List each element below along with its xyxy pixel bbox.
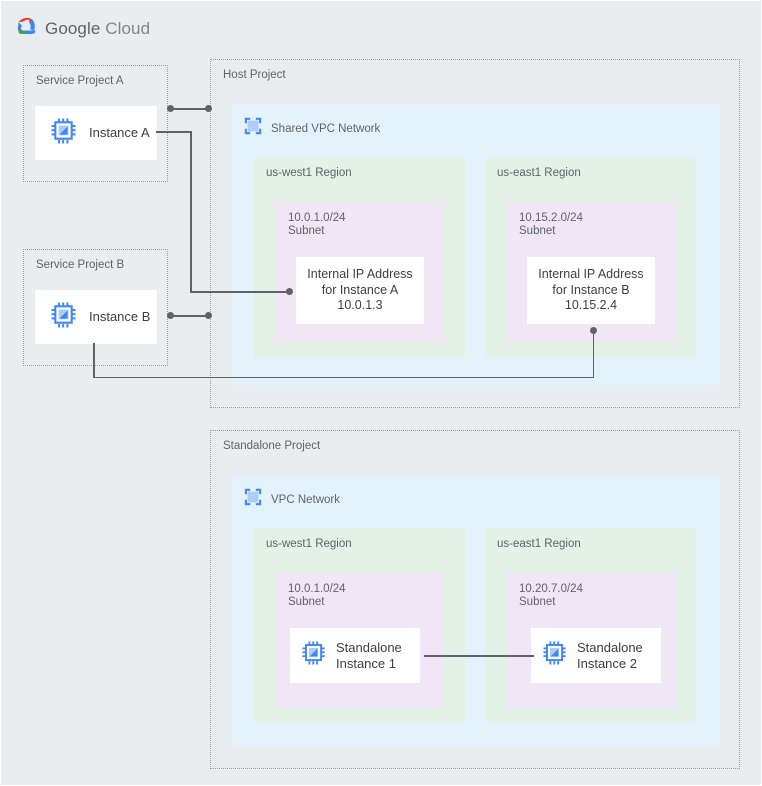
instance-a-to-ip-endpoint-dot: [286, 288, 293, 296]
service-project-b-container: Service Project B Instance B: [23, 249, 168, 366]
host-region-us-east1: us-east1 Region 10.15.2.0/24 Subnet Inte…: [485, 157, 696, 358]
instance-a-attachment-line: [170, 108, 209, 110]
shared-vpc-network-header: Shared VPC Network: [244, 117, 380, 140]
instance-chip-icon: [51, 118, 77, 149]
instance-chip-icon: [543, 641, 567, 670]
host-project-label: Host Project: [223, 69, 286, 81]
service-project-a-label: Service Project A: [36, 75, 124, 87]
instance-a-attachment-dot-right: [205, 105, 212, 113]
shared-vpc-network-label: Shared VPC Network: [271, 122, 381, 135]
standalone-instance-1-card[interactable]: Standalone Instance 1: [290, 628, 420, 683]
standalone-subnet-10-0-1-0-label: 10.0.1.0/24 Subnet: [288, 583, 346, 608]
shared-vpc-network-container: Shared VPC Network us-west1 Region 10.0.…: [232, 105, 720, 385]
service-project-b-label: Service Project B: [36, 259, 125, 271]
instance-a-label: Instance A: [89, 125, 150, 141]
instance-b-to-ip-segment-3: [592, 331, 595, 377]
host-project-container: Host Project Shared VPC Network: [210, 59, 740, 408]
brand-text: Google Cloud: [45, 19, 150, 39]
standalone-region-us-east1: us-east1 Region 10.20.7.0/24 Subnet: [485, 528, 696, 723]
instance-b-card[interactable]: Instance B: [35, 290, 157, 344]
internal-ip-instance-b-card[interactable]: Internal IP Address for Instance B 10.15…: [527, 257, 655, 324]
vpc-network-header: VPC Network: [244, 488, 340, 511]
vpc-network-container: VPC Network us-west1 Region 10.0.1.0/24 …: [232, 476, 720, 746]
vpc-network-icon: [244, 488, 262, 511]
host-subnet-10-0-1-0-label: 10.0.1.0/24 Subnet: [288, 212, 346, 237]
instance-a-to-ip-segment-2: [190, 131, 192, 292]
host-subnet-10-15-2-0-label: 10.15.2.0/24 Subnet: [519, 212, 583, 237]
host-region-us-west1: us-west1 Region 10.0.1.0/24 Subnet Inter…: [254, 157, 465, 358]
instance-b-to-ip-endpoint-dot: [590, 327, 597, 335]
google-cloud-logo-icon: [15, 17, 37, 40]
instance-chip-icon: [51, 302, 77, 333]
standalone-subnet-10-20-7-0: 10.20.7.0/24 Subnet: [507, 573, 675, 708]
vpc-network-icon: [244, 117, 262, 140]
host-subnet-10-15-2-0: 10.15.2.0/24 Subnet Internal IP Address …: [507, 202, 675, 342]
instance-b-to-ip-segment-2: [93, 376, 594, 379]
standalone-subnet-10-0-1-0: 10.0.1.0/24 Subnet: [276, 573, 444, 708]
standalone-subnet-10-20-7-0-label: 10.20.7.0/24 Subnet: [519, 583, 583, 608]
standalone-project-label: Standalone Project: [223, 440, 321, 452]
brand-google: Google: [45, 18, 101, 38]
instance-b-attachment-dot-left: [167, 312, 174, 320]
standalone-region-us-west1: us-west1 Region 10.0.1.0/24 Subnet: [254, 528, 465, 723]
standalone-project-container: Standalone Project VPC Network: [210, 430, 740, 769]
host-region-us-west1-label: us-west1 Region: [266, 167, 352, 179]
internal-ip-instance-a-card[interactable]: Internal IP Address for Instance A 10.0.…: [296, 257, 424, 324]
instance-a-card[interactable]: Instance A: [35, 106, 157, 160]
instance-b-attachment-line: [170, 315, 209, 317]
standalone-region-us-west1-label: us-west1 Region: [266, 538, 352, 550]
instance-a-to-ip-segment-1: [156, 131, 192, 133]
instance-chip-icon: [302, 641, 326, 670]
standalone-instance-1-label: Standalone Instance 1: [336, 640, 402, 671]
host-region-us-east1-label: us-east1 Region: [497, 167, 581, 179]
standalone-instance-link-line: [424, 655, 534, 657]
vpc-network-label: VPC Network: [271, 493, 341, 506]
google-cloud-brand: Google Cloud: [15, 17, 150, 40]
standalone-region-us-east1-label: us-east1 Region: [497, 538, 581, 550]
internal-ip-instance-a-label: Internal IP Address for Instance A 10.0.…: [307, 267, 413, 313]
internal-ip-instance-b-label: Internal IP Address for Instance B 10.15…: [538, 267, 644, 313]
brand-cloud: Cloud: [105, 18, 151, 38]
instance-a-to-ip-segment-3: [190, 291, 290, 293]
standalone-instance-2-label: Standalone Instance 2: [577, 640, 643, 671]
instance-a-attachment-dot-left: [167, 105, 174, 113]
standalone-instance-2-card[interactable]: Standalone Instance 2: [531, 628, 661, 683]
instance-b-to-ip-segment-1: [93, 343, 95, 378]
host-subnet-10-0-1-0: 10.0.1.0/24 Subnet Internal IP Address f…: [276, 202, 444, 342]
service-project-a-container: Service Project A Instance A: [23, 65, 168, 182]
instance-b-label: Instance B: [89, 309, 151, 325]
instance-b-attachment-dot-right: [205, 312, 212, 320]
